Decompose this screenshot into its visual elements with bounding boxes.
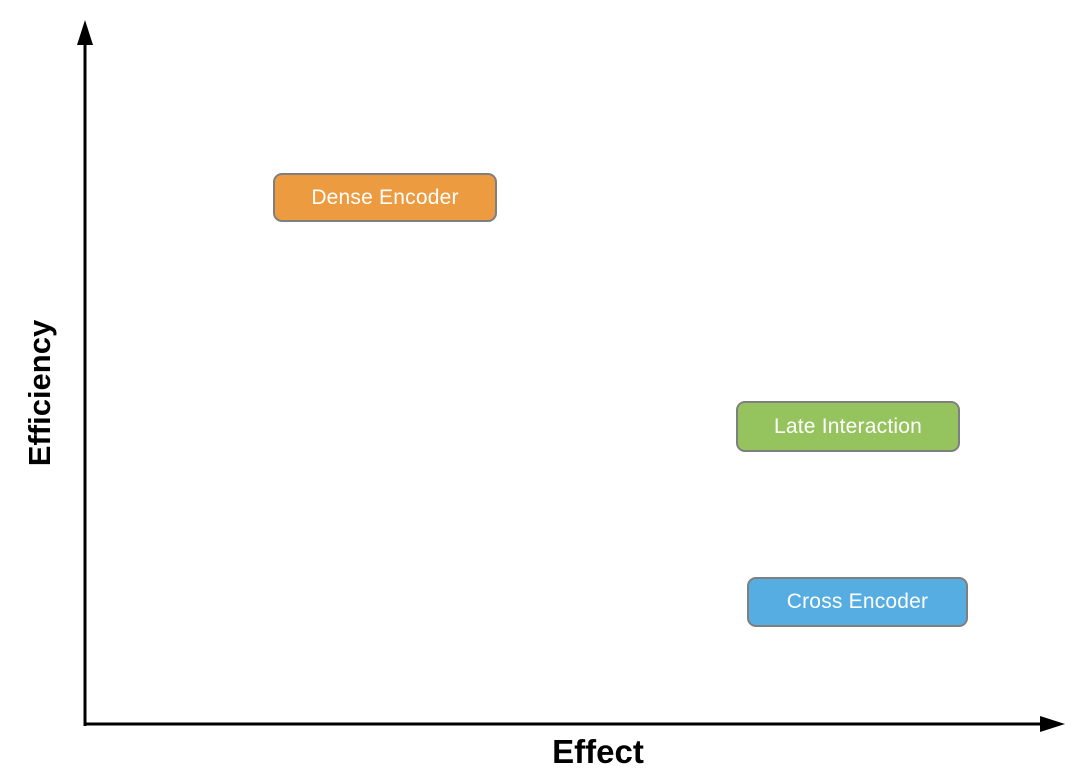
y-axis-arrow-icon: [77, 20, 93, 45]
x-axis-label: Effect: [552, 733, 644, 770]
node-cross-encoder-label: Cross Encoder: [786, 590, 929, 613]
node-cross-encoder: Cross Encoder: [747, 577, 968, 627]
y-axis-label: Efficiency: [22, 319, 57, 467]
node-late-interaction: Late Interaction: [736, 401, 960, 452]
node-dense-encoder-label: Dense Encoder: [311, 185, 459, 209]
node-dense-encoder: Dense Encoder: [273, 173, 497, 222]
node-late-interaction-label: Late Interaction: [774, 414, 922, 438]
x-axis-arrow-icon: [1040, 716, 1065, 732]
